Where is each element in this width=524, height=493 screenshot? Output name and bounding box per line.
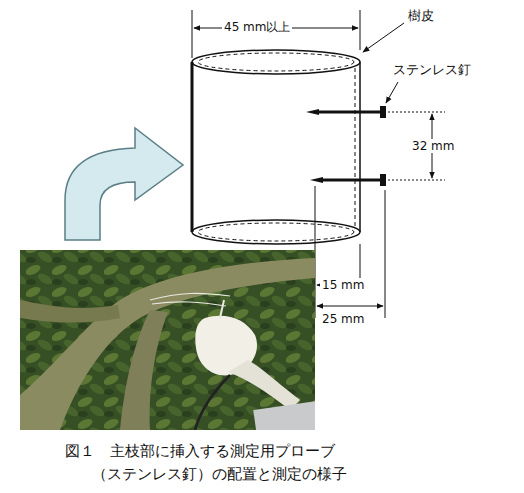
stainless-nail: [310, 174, 386, 186]
measurement-photo: [20, 250, 315, 430]
dimension-label: 45 mm以上: [222, 20, 292, 34]
branch-cylinder: [192, 50, 360, 244]
dimension-label: 15 mm: [320, 278, 366, 292]
dimension-label: 25 mm: [320, 312, 366, 326]
curved-arrow: [65, 128, 183, 240]
dimension-label: 32 mm: [410, 139, 456, 153]
part-label: 樹皮: [408, 8, 434, 24]
figure-caption: 図１ 主枝部に挿入する測定用プローブ （ステンレス釘）の配置と測定の様子: [92, 440, 362, 487]
stainless-nail: [306, 106, 386, 118]
part-label: ステンレス釘: [393, 62, 471, 78]
